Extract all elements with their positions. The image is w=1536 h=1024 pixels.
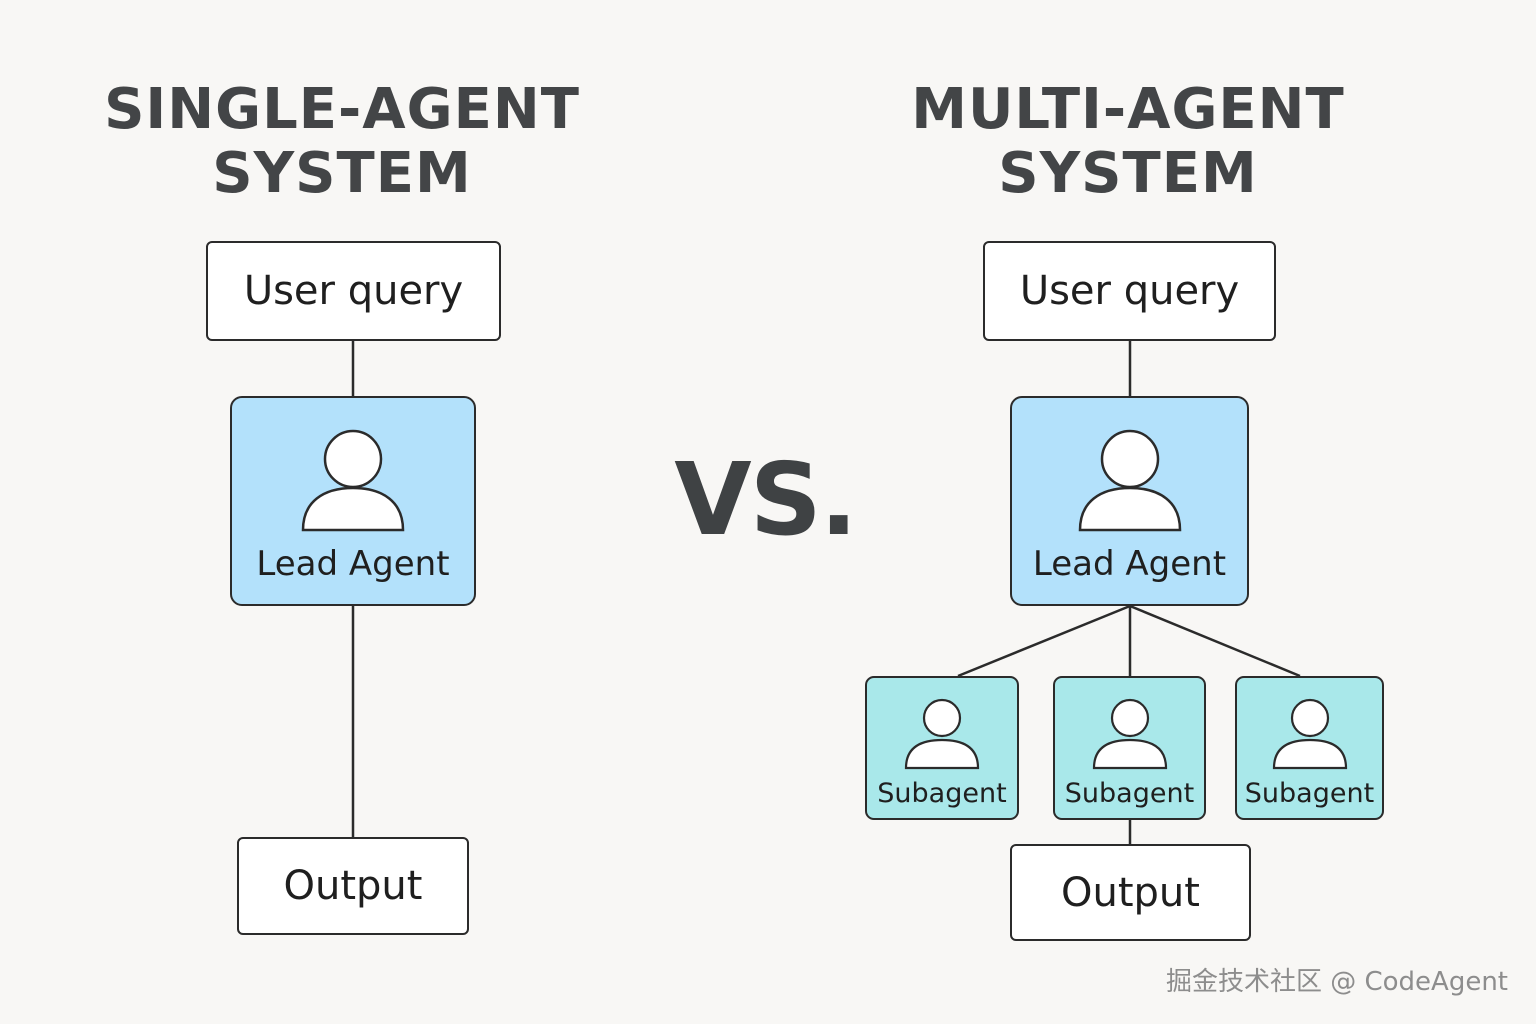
- multi-output-label: Output: [1061, 869, 1200, 916]
- multi-lead-to-subagent-3-connector: [1129, 604, 1301, 678]
- subagent-label-1: Subagent: [877, 778, 1007, 809]
- multi-lead-agent-label: Lead Agent: [1032, 544, 1227, 584]
- single-lead-agent-label: Lead Agent: [256, 544, 450, 584]
- multi-lead-to-subagent-1-connector: [957, 604, 1131, 678]
- multi-output-box: Output: [1010, 844, 1251, 941]
- versus-label: VS.: [674, 441, 857, 558]
- single-user-query-box: User query: [206, 241, 501, 341]
- single-lead-agent-box: Lead Agent: [230, 396, 476, 606]
- single-agent-title: SINGLE-AGENT SYSTEM: [104, 77, 580, 206]
- person-icon: [1092, 698, 1167, 770]
- person-icon: [1078, 429, 1181, 532]
- single-output-label: Output: [283, 863, 423, 909]
- multi-agent-title: MULTI-AGENT SYSTEM: [911, 77, 1345, 206]
- subagent-label-2: Subagent: [1064, 778, 1195, 809]
- subagent-box-3: Subagent: [1235, 676, 1384, 820]
- multi-user-query-label: User query: [1019, 268, 1240, 314]
- subagent-box-2: Subagent: [1053, 676, 1206, 820]
- subagent-label-3: Subagent: [1244, 778, 1375, 809]
- single-user-query-label: User query: [243, 268, 464, 314]
- multi-user-query-box: User query: [983, 241, 1276, 341]
- single-output-box: Output: [237, 837, 469, 935]
- person-icon: [1272, 698, 1347, 770]
- watermark: 掘金技术社区 @ CodeAgent: [1165, 967, 1508, 997]
- multi-lead-agent-box: Lead Agent: [1010, 396, 1249, 606]
- person-icon: [904, 698, 980, 770]
- subagent-box-1: Subagent: [865, 676, 1019, 820]
- person-icon: [301, 429, 405, 532]
